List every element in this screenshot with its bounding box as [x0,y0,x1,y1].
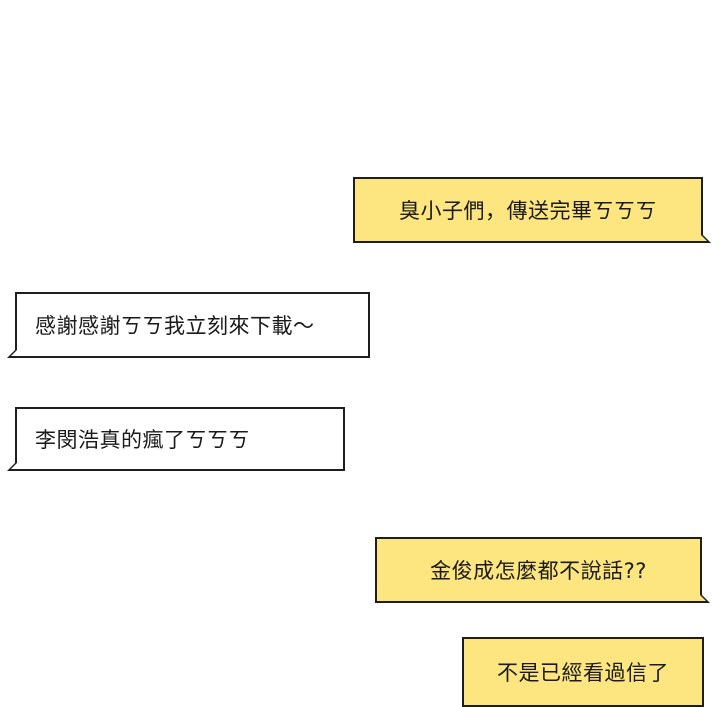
bubble-tail-fill-icon [11,350,17,356]
chat-bubble-outgoing: 不是已經看過信了 [462,637,704,707]
bubble-tail-fill-icon [700,595,706,601]
chat-bubble-incoming: 感謝感謝ㄎㄎ我立刻來下載～ [7,292,370,358]
bubble-tail-fill-icon [701,235,707,241]
message-text: 李閔浩真的瘋了ㄎㄎㄎ [35,428,250,452]
chat-bubble-incoming: 李閔浩真的瘋了ㄎㄎㄎ [7,407,345,471]
message-text: 感謝感謝ㄎㄎ我立刻來下載～ [35,314,315,338]
message-text: 臭小子們，傳送完畢ㄎㄎㄎ [399,199,657,223]
chat-bubble-outgoing: 金俊成怎麼都不說話?? [375,537,710,603]
chat-bubble-outgoing: 臭小子們，傳送完畢ㄎㄎㄎ [353,177,711,243]
message-text: 金俊成怎麼都不說話?? [430,559,647,583]
message-text: 不是已經看過信了 [497,661,669,685]
bubble-tail-fill-icon [11,463,17,469]
